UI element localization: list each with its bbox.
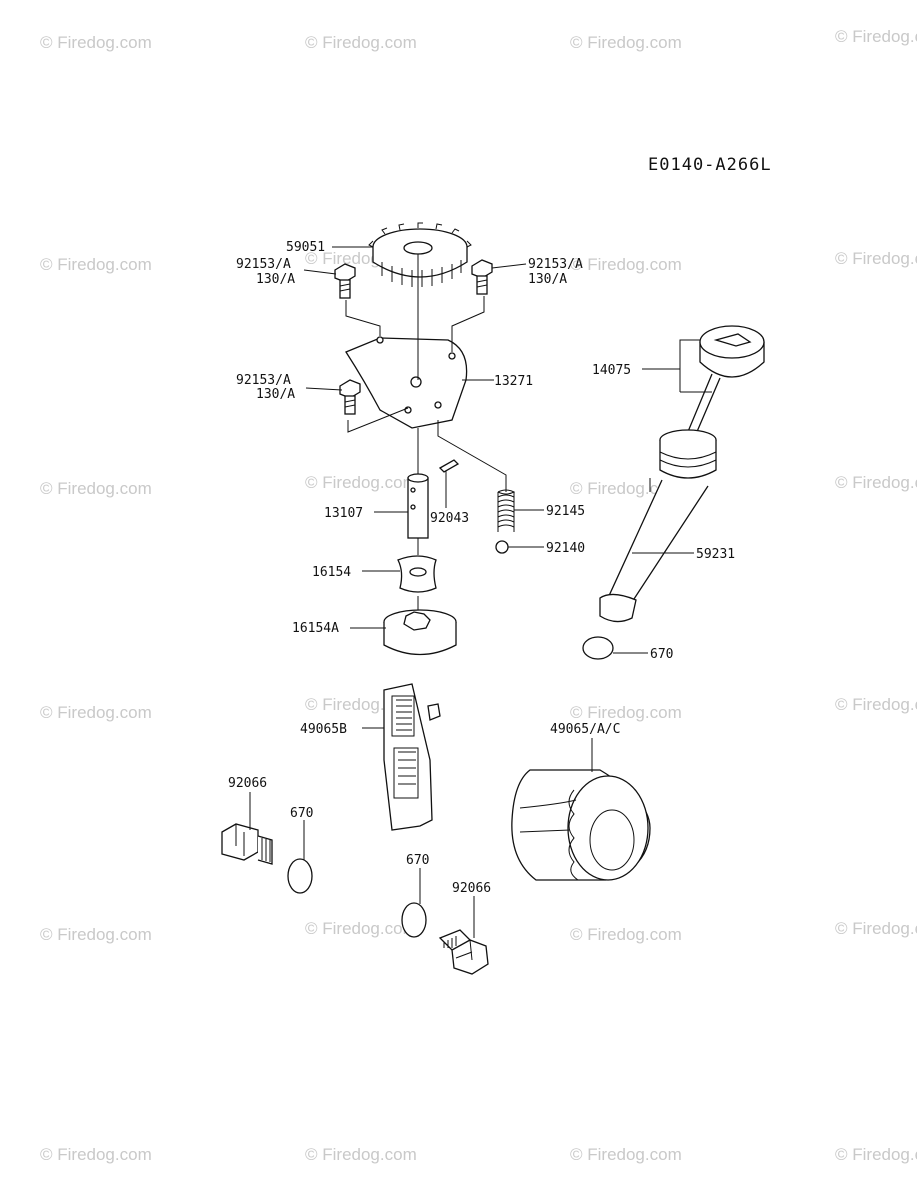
part-labels: 59051 92153/A 130/A 92153/A 130/A 92153/… <box>228 240 735 896</box>
watermark: © Firedog.com <box>835 249 917 268</box>
part-label[interactable]: 92043 <box>430 511 469 526</box>
outer-rotor[interactable] <box>383 609 457 656</box>
pin-part[interactable] <box>438 459 460 473</box>
watermark: © Firedog.com <box>835 919 917 938</box>
gear-part[interactable] <box>368 222 472 287</box>
pump-cover-plate[interactable] <box>345 336 468 429</box>
part-label[interactable]: 670 <box>290 806 313 821</box>
diagram-code: E0140-A266L <box>648 155 772 175</box>
part-label[interactable]: 670 <box>650 647 673 662</box>
oil-strainer[interactable] <box>383 683 441 831</box>
watermark: © Firedog.com <box>40 33 152 52</box>
o-ring-part[interactable] <box>582 636 614 660</box>
part-label[interactable]: 49065B <box>300 722 347 737</box>
part-label[interactable]: 92153/A <box>236 373 291 388</box>
watermark: © Firedog.com <box>570 33 682 52</box>
inner-rotor[interactable] <box>397 555 437 593</box>
watermark: © Firedog.com <box>40 925 152 944</box>
part-label[interactable]: 92140 <box>546 541 585 556</box>
drain-plug-center[interactable] <box>438 929 489 975</box>
part-label[interactable]: 130/A <box>256 272 295 287</box>
part-label[interactable]: 92145 <box>546 504 585 519</box>
leader-lines <box>249 246 694 938</box>
watermark: © Firedog.com <box>835 695 917 714</box>
ball-part[interactable] <box>495 540 509 554</box>
watermark: © Firedog.com <box>305 1145 417 1164</box>
watermark: © Firedog.com <box>570 255 682 274</box>
o-ring-part[interactable] <box>401 902 427 938</box>
watermark: © Firedog.com <box>305 919 417 938</box>
watermark: © Firedog.com <box>40 1145 152 1164</box>
watermark: © Firedog.com <box>835 27 917 46</box>
part-label[interactable]: 13107 <box>324 506 363 521</box>
oil-filter[interactable] <box>511 769 651 881</box>
drain-plug-left[interactable] <box>221 823 273 865</box>
watermark-layer: © Firedog.com © Firedog.com © Firedog.co… <box>40 27 917 1164</box>
watermark: © Firedog.com <box>305 33 417 52</box>
part-label[interactable]: 92153/A <box>528 257 583 272</box>
watermark: © Firedog.com <box>40 479 152 498</box>
part-label[interactable]: 13271 <box>494 374 533 389</box>
part-label[interactable]: 670 <box>406 853 429 868</box>
pump-shaft[interactable] <box>407 473 429 539</box>
part-label[interactable]: 92153/A <box>236 257 291 272</box>
part-label[interactable]: 130/A <box>528 272 567 287</box>
spring-part[interactable] <box>497 489 516 532</box>
watermark: © Firedog.com <box>570 925 682 944</box>
part-label[interactable]: 130/A <box>256 387 295 402</box>
watermark: © Firedog.com <box>40 255 152 274</box>
watermark: © Firedog.com <box>40 703 152 722</box>
part-label[interactable]: 14075 <box>592 363 631 378</box>
part-label[interactable]: 16154 <box>312 565 351 580</box>
part-label[interactable]: 59231 <box>696 547 735 562</box>
watermark: © Firedog.com <box>570 703 682 722</box>
bolt-part-top-right[interactable] <box>471 259 493 295</box>
part-label[interactable]: 49065/A/C <box>550 722 620 737</box>
bolt-part-top-left[interactable] <box>334 263 356 299</box>
watermark: © Firedog.com <box>570 479 682 498</box>
part-label[interactable]: 59051 <box>286 240 325 255</box>
o-ring-part[interactable] <box>287 858 313 894</box>
part-label[interactable]: 92066 <box>228 776 267 791</box>
part-label[interactable]: 16154A <box>292 621 339 636</box>
bolt-part-middle[interactable] <box>339 379 361 415</box>
watermark: © Firedog.com <box>305 473 417 492</box>
watermark: © Firedog.com <box>835 1145 917 1164</box>
watermark: © Firedog.com <box>570 1145 682 1164</box>
part-label[interactable]: 92066 <box>452 881 491 896</box>
oil-filler-tube[interactable] <box>599 429 717 623</box>
assembly-lines <box>345 254 507 610</box>
watermark: © Firedog.com <box>835 473 917 492</box>
